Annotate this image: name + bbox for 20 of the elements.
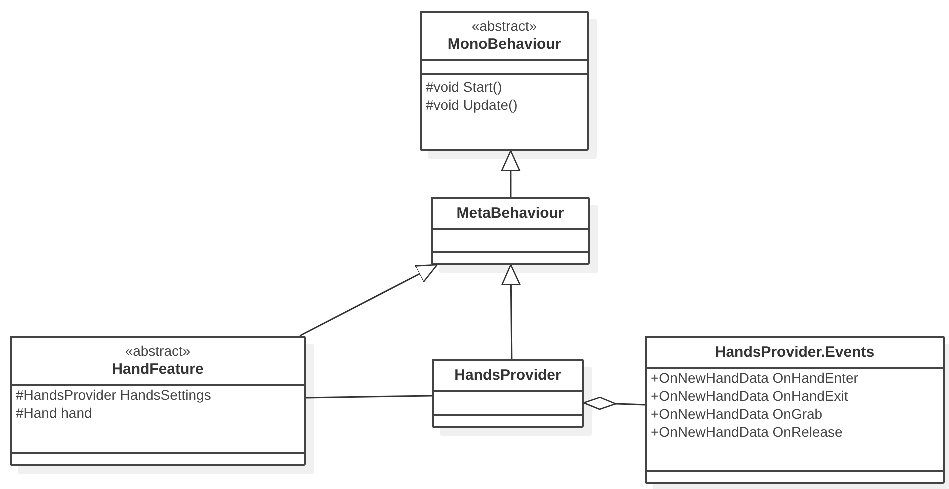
attribute: #HandsProvider HandsSettings (16, 386, 212, 404)
stereotype: «abstract» (125, 343, 191, 360)
class-name: MonoBehaviour (448, 35, 562, 54)
class-name: HandsProvider (454, 366, 562, 385)
attribute: +OnNewHandData OnRelease (651, 423, 844, 441)
operation: #void Start() (426, 78, 504, 96)
attribute: #Hand hand (16, 404, 94, 422)
aggregation-line (583, 396, 646, 410)
operation: #void Update() (426, 96, 519, 114)
attribute: +OnNewHandData OnHandEnter (651, 369, 860, 387)
class-name: MetaBehaviour (456, 204, 564, 223)
stereotype: «abstract» (472, 18, 538, 35)
association-line (306, 395, 432, 399)
inheritance-arrow (300, 264, 438, 337)
attribute: +OnNewHandData OnHandExit (651, 387, 850, 405)
inheritance-arrow (502, 264, 521, 359)
class-name: HandsProvider.Events (715, 343, 875, 362)
class-name: HandFeature (112, 360, 204, 379)
attribute: +OnNewHandData OnGrab (651, 405, 824, 423)
inheritance-arrow (501, 150, 521, 197)
